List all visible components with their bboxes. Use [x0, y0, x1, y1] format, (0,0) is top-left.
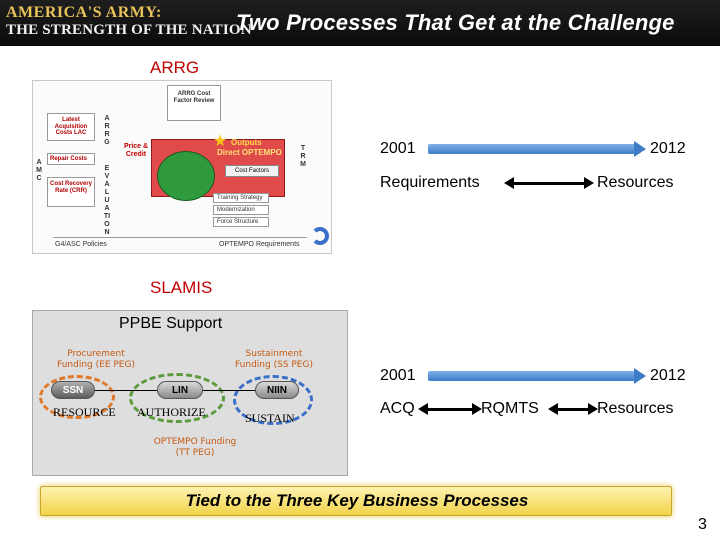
- arrg-top-box-text: ARRG Cost Factor Review: [173, 91, 215, 104]
- slide-header: AMERICA'S ARMY: THE STRENGTH OF THE NATI…: [0, 0, 720, 46]
- evaluation-vertical: EVALUATION: [103, 165, 111, 237]
- green-ellipse: [157, 151, 215, 201]
- slamis-resources-label: Resources: [597, 400, 674, 417]
- sustain-ring: [233, 375, 313, 425]
- modernization-box: [213, 205, 269, 215]
- arrg-timeline-arrow: [428, 141, 646, 157]
- niin-pill: NIIN: [255, 381, 299, 399]
- star-icon: ★: [213, 133, 228, 150]
- arrg-label: ARRG: [150, 58, 200, 77]
- ssn-lin-line: [93, 390, 157, 391]
- business-processes-text: Tied to the Three Key Business Processes: [185, 491, 529, 510]
- resource-label: RESOURCE: [53, 405, 116, 419]
- rqmts-resources-arrow: [548, 403, 598, 415]
- cost-factors-box: Cost Factors: [225, 165, 279, 177]
- optempo-funding: OPTEMPO Funding (TT PEG): [153, 437, 237, 459]
- training-strategy-text: Training Strategy: [217, 195, 263, 201]
- slamis-start-year: 2001: [380, 367, 416, 384]
- arrg-diagram: ARRG Cost Factor Review Latest Acquisiti…: [32, 80, 332, 254]
- modernization-text: Modernization: [217, 207, 255, 213]
- optempo-requirements-text: OPTEMPO Requirements: [219, 241, 300, 248]
- slide-title: Two Processes That Get at the Challenge: [236, 10, 675, 35]
- trm-vertical: TRM: [300, 145, 306, 169]
- training-strategy-box: [213, 193, 269, 203]
- sustainment-funding: Sustainment Funding (SS PEG): [235, 349, 313, 371]
- slamis-timeline-arrow: [428, 368, 646, 384]
- slamis-label: SLAMIS: [150, 278, 213, 297]
- procurement-funding: Procurement Funding (EE PEG): [57, 349, 135, 371]
- slamis-end-year: 2012: [650, 367, 686, 384]
- page-number: 3: [698, 516, 707, 533]
- crr-text: Cost Recovery Rate (CRR): [49, 181, 93, 194]
- cycle-arrow-icon: [311, 227, 329, 245]
- arrg-top-box: [167, 85, 221, 121]
- force-structure-text: Force Structure: [217, 219, 259, 225]
- logo-line2: THE STRENGTH OF THE NATION: [6, 22, 252, 38]
- sustain-label: SUSTAIN: [245, 411, 295, 425]
- acq-rqmts-arrow: [418, 403, 482, 415]
- lin-niin-line: [201, 390, 257, 391]
- ssn-pill: SSN: [51, 381, 95, 399]
- repair-costs-box: [47, 153, 95, 165]
- authorize-label: AUTHORIZE: [137, 405, 206, 419]
- army-logo: AMERICA'S ARMY: THE STRENGTH OF THE NATI…: [6, 4, 256, 42]
- slamis-rqmts-label: RQMTS: [481, 400, 539, 417]
- arrg-requirements-label: Requirements: [380, 174, 480, 191]
- g4-policies-text: G4/ASC Policies: [55, 241, 107, 248]
- outputs-label: Outputs: [231, 138, 262, 147]
- direct-optempo-label: Direct OPTEMPO: [217, 148, 282, 157]
- slamis-acq-label: ACQ: [380, 400, 415, 417]
- ppbe-support-label: PPBE Support: [119, 315, 223, 332]
- lac-box: [47, 113, 95, 141]
- repair-costs-text: Repair Costs: [50, 156, 88, 162]
- arrg-vertical: ARRG: [104, 115, 110, 147]
- arrg-end-year: 2012: [650, 140, 686, 157]
- price-credit-label: Price & Credit: [123, 143, 149, 158]
- force-structure-box: [213, 217, 269, 227]
- lin-pill: LIN: [157, 381, 203, 399]
- lac-text: Latest Acquisition Costs LAC: [54, 117, 88, 137]
- authorize-ring: [129, 373, 225, 423]
- logo-line1: AMERICA'S ARMY:: [6, 4, 162, 21]
- amc-vertical: AMC: [36, 159, 42, 183]
- crr-box: [47, 177, 95, 207]
- slamis-diagram: PPBE Support Procurement Funding (EE PEG…: [32, 310, 348, 476]
- business-processes-banner: Tied to the Three Key Business Processes: [40, 486, 672, 516]
- arrg-start-year: 2001: [380, 140, 416, 157]
- policy-line: [53, 237, 307, 238]
- arrg-resources-label: Resources: [597, 174, 674, 191]
- resource-ring: [39, 375, 115, 419]
- arrg-double-arrow: [504, 177, 594, 189]
